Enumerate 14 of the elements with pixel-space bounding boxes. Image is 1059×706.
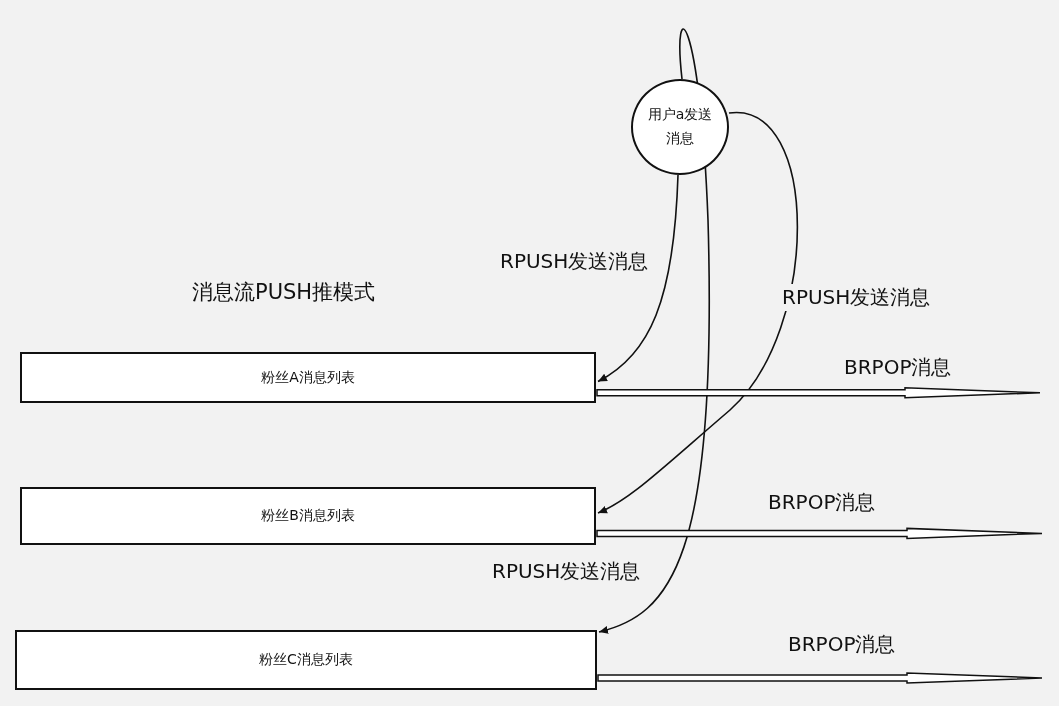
hollow-arrow	[596, 387, 1041, 399]
list-box	[15, 630, 597, 690]
node-text: 粉丝C消息列表	[259, 650, 353, 670]
diagram-title: 消息流PUSH推模式	[192, 279, 376, 306]
node-text: 用户a发送消息	[646, 105, 714, 148]
list-box	[20, 352, 596, 403]
curved-arrow	[597, 174, 679, 383]
edge-label: RPUSH发送消息	[780, 284, 933, 311]
node-text: 粉丝B消息列表	[261, 506, 355, 526]
node-text: 粉丝A消息列表	[261, 367, 355, 387]
hollow-arrow	[596, 527, 1043, 540]
list-box	[20, 487, 596, 545]
hollow-arrow	[597, 672, 1043, 684]
curved-arrow	[597, 112, 799, 514]
